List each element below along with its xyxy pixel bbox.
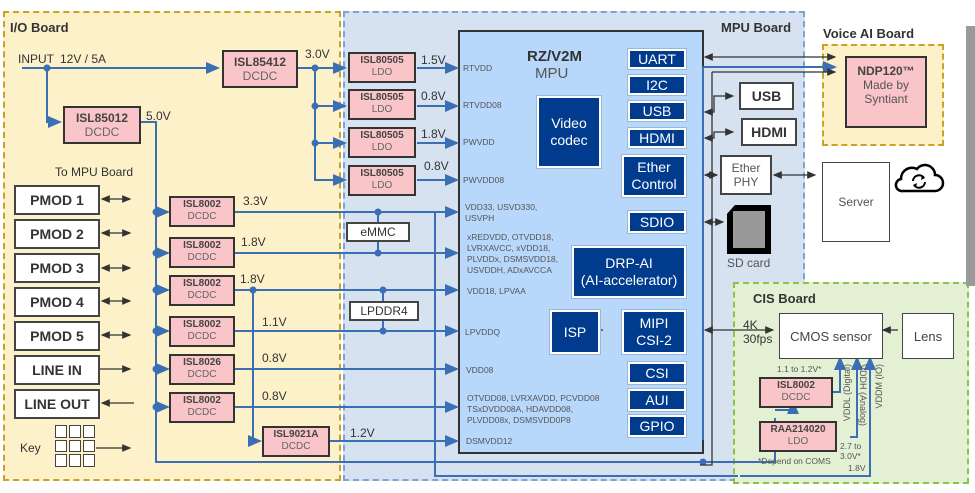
pin-group-vdd18-lpvaa: VDD18, LPVAA [467, 286, 526, 296]
stream-label: 4K 30fps [743, 318, 773, 346]
ldo-output-label: 2.7 to 3.0V* [840, 441, 862, 461]
connector-pmod3: PMOD 3 [14, 253, 100, 283]
keypad-icon [55, 425, 97, 467]
block-uart: UART [627, 48, 687, 70]
io-board-title: I/O Board [10, 20, 69, 35]
voltage-1v8-b: 1.8V [240, 272, 265, 286]
rail-vddm: VDDM (IO) [874, 364, 884, 409]
voltage-1v2: 1.2V [350, 426, 375, 440]
connector-pmod5: PMOD 5 [14, 321, 100, 351]
connector-pmod2: PMOD 2 [14, 219, 100, 249]
block-mipi-csi2: MIPI CSI-2 [621, 309, 687, 355]
connector-pmod1: PMOD 1 [14, 185, 100, 215]
input-label: INPUT [18, 52, 54, 66]
block-isp: ISP [549, 309, 601, 355]
block-drp-ai: DRP-AI (AI-accelerator) [571, 245, 687, 299]
ldo-out-0v8-b: 0.8V [424, 159, 449, 173]
pin-lpvddq: LPVDDQ [465, 327, 500, 337]
memory-emmc: eMMC [346, 222, 410, 242]
connector-line-in: LINE IN [14, 355, 100, 385]
block-i2c: I2C [627, 74, 687, 96]
to-mpu-label: To MPU Board [55, 165, 134, 179]
voltage-0v8-b: 0.8V [262, 389, 287, 403]
periph-ether-phy: Ether PHY [720, 155, 772, 195]
memory-lpddr4: LPDDR4 [349, 301, 419, 321]
depend-note: *Depend on COMS [758, 456, 831, 466]
pin-group-vdd33: VDD33, USVD330, USVPH [465, 202, 538, 223]
block-aui: AUI [627, 388, 687, 412]
cmos-sensor: CMOS sensor [779, 313, 883, 359]
mpu-board-title: MPU Board [721, 20, 792, 35]
dcdc-output-label: 1.1 to 1.2V* [777, 364, 822, 374]
voice-board-title: Voice AI Board [823, 26, 915, 41]
block-ether-control: Ether Control [621, 154, 687, 198]
periph-hdmi: HDMI [741, 118, 797, 146]
pin-group-vdd08-misc: OTVDD08, LVRXAVDD, PCVDD08 TSxDVDD08A, H… [467, 393, 600, 425]
voltage-3v3: 3.3V [243, 194, 268, 208]
rail-vddl: VDDL (Digital) [842, 364, 852, 422]
voltage-1v1: 1.1V [262, 315, 287, 329]
pin-pwvdd08: PWVDD08 [463, 175, 505, 185]
pin-pwvdd: PWVDD [463, 137, 495, 147]
chip-ndp120: NDP120™ Made by Syntiant [845, 56, 927, 128]
key-label: Key [20, 441, 41, 455]
ldo-out-1v8: 1.8V [421, 127, 446, 141]
block-gpio: GPIO [627, 414, 687, 438]
connector-line-out: LINE OUT [14, 389, 100, 419]
input-value: 12V / 5A [60, 52, 107, 66]
pin-vdd08: VDD08 [466, 365, 494, 375]
block-sdio: SDIO [627, 210, 687, 234]
sd-card-label: SD card [727, 256, 771, 270]
cis-board-title: CIS Board [753, 291, 816, 306]
server-box: Server [822, 162, 890, 242]
voltage-3v0: 3.0V [305, 47, 330, 61]
ldo-out-0v8-a: 0.8V [421, 89, 446, 103]
pin-dsmvdd12: DSMVDD12 [466, 436, 513, 446]
lens: Lens [902, 313, 954, 359]
ldo-out-1v5: 1.5V [421, 53, 446, 67]
scrollbar-strip [966, 26, 975, 286]
rail-1v8-label: 1.8V [848, 463, 866, 473]
voltage-5v0: 5.0V [146, 109, 171, 123]
pin-group-vdd18-misc: xREDVDD, OTVDD18, LVRXAVCC, xVDD18, PLVD… [467, 232, 559, 275]
block-usb: USB [627, 100, 687, 122]
rail-vddh: VDDH (Analog) [858, 364, 868, 427]
periph-usb: USB [739, 82, 794, 110]
cloud-sync-icon [894, 163, 945, 193]
block-csi: CSI [627, 361, 687, 385]
mpu-name: RZ/V2M [527, 48, 583, 65]
voltage-0v8-a: 0.8V [262, 351, 287, 365]
block-hdmi: HDMI [627, 127, 687, 149]
block-video-codec: Video codec [536, 95, 602, 169]
pin-rtvdd: RTVDD [463, 63, 493, 73]
connector-pmod4: PMOD 4 [14, 287, 100, 317]
mpu-subtitle: MPU [535, 65, 569, 82]
voltage-1v8-a: 1.8V [241, 235, 266, 249]
sd-card-icon [727, 205, 771, 254]
pin-rtvdd08: RTVDD08 [463, 100, 502, 110]
